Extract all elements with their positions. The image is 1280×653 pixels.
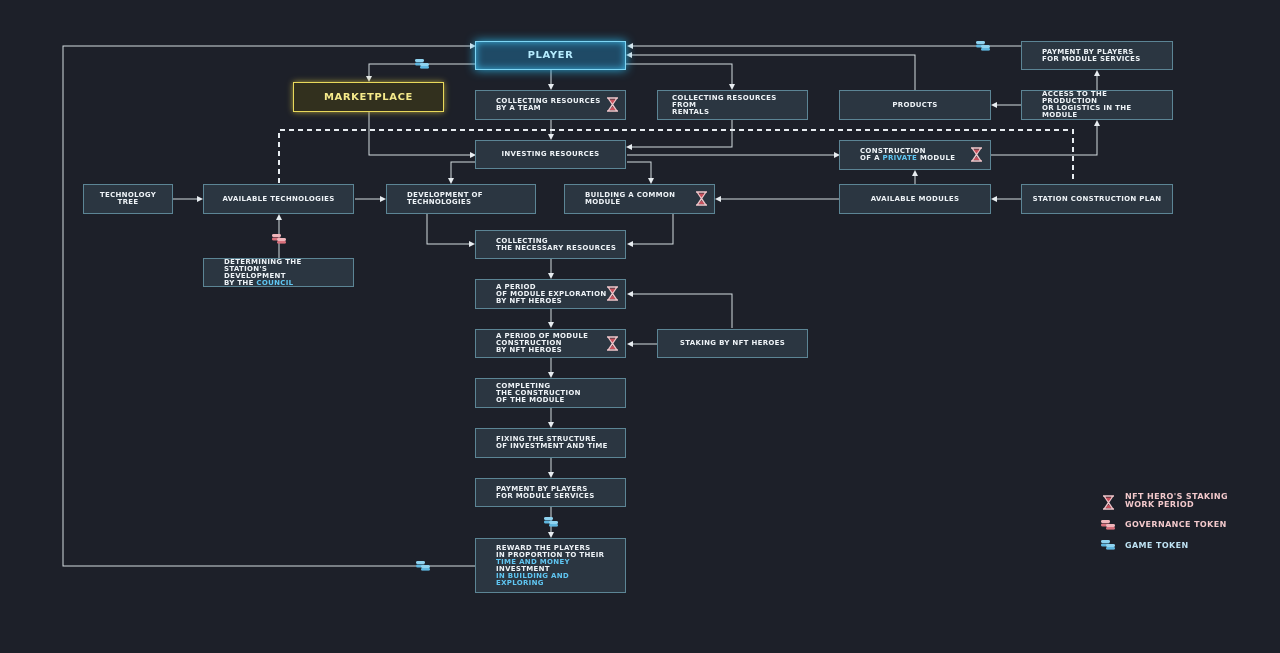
game-token-icon [544,517,558,527]
reward-players-node: REWARD THE PLAYERS IN PROPORTION TO THEI… [475,538,626,593]
legend-game-label: GAME TOKEN [1125,541,1189,550]
station-plan-label: STATION CONSTRUCTION PLAN [1032,194,1162,203]
module-construction-period-node: A PERIOD OF MODULE CONSTRUCTION BY NFT H… [475,329,626,358]
exploration-label: A PERIOD OF MODULE EXPLORATION BY NFT HE… [496,282,607,305]
marketplace-node: MARKETPLACE [293,82,444,112]
council-line: DETERMINING THE STATION'S DEVELOPMENT BY… [224,257,302,287]
available-technologies-label: AVAILABLE TECHNOLOGIES [222,194,335,203]
development-technologies-label: DEVELOPMENT OF TECHNOLOGIES [407,191,483,206]
investing-label: INVESTING RESOURCES [501,150,600,158]
council-node: DETERMINING THE STATION'S DEVELOPMENT BY… [203,258,354,287]
marketplace-label: MARKETPLACE [323,91,413,103]
payment-top-label: PAYMENT BY PLAYERS FOR MODULE SERVICES [1042,47,1141,63]
hourglass-icon [607,286,618,301]
game-token-icon [415,59,429,69]
hourglass-icon [696,191,707,206]
player-label: PLAYER [527,50,574,61]
reward-line-2: INVESTMENT [496,564,550,573]
collecting-resources-rentals-node: COLLECTING RESOURCES FROM RENTALS [657,90,808,120]
completing-construction-node: COMPLETING THE CONSTRUCTION OF THE MODUL… [475,378,626,408]
council-label: DETERMINING THE STATION'S DEVELOPMENT BY… [224,257,345,287]
hourglass-icon [1103,495,1114,510]
fixing-structure-node: FIXING THE STRUCTURE OF INVESTMENT AND T… [475,428,626,458]
council-highlight: COUNCIL [256,278,294,287]
building-common-label: BUILDING A COMMON MODULE [585,191,676,206]
investing-resources-node: INVESTING RESOURCES [475,140,626,169]
payment-bottom-node: PAYMENT BY PLAYERS FOR MODULE SERVICES [475,478,626,507]
legend-staking-label: NFT HERO'S STAKING WORK PERIOD [1125,492,1228,509]
access-production-node: ACCESS TO THE PRODUCTION OR LOGISTICS IN… [1021,90,1173,120]
building-exploring-highlight: IN BUILDING AND EXPLORING [496,571,570,587]
building-common-module-node: BUILDING A COMMON MODULE [564,184,715,214]
payment-bottom-label: PAYMENT BY PLAYERS FOR MODULE SERVICES [496,484,595,500]
available-technologies-node: AVAILABLE TECHNOLOGIES [203,184,354,214]
station-construction-plan-node: STATION CONSTRUCTION PLAN [1021,184,1173,214]
technology-tree-node: TECHNOLOGY TREE [83,184,173,214]
products-node: PRODUCTS [839,90,991,120]
collecting-team-label: COLLECTING RESOURCES BY A TEAM [496,97,601,112]
game-token-icon [1101,540,1115,550]
hourglass-icon [971,147,982,162]
construction-line-1: CONSTRUCTION [860,147,926,155]
module-exploration-node: A PERIOD OF MODULE EXPLORATION BY NFT HE… [475,279,626,309]
collecting-rentals-label: COLLECTING RESOURCES FROM RENTALS [672,93,777,116]
collecting-necessary-label: COLLECTING THE NECESSARY RESOURCES [496,236,617,252]
legend-governance-label: GOVERNANCE TOKEN [1125,520,1227,529]
reward-line-1: REWARD THE PLAYERS IN PROPORTION TO THEI… [496,543,605,559]
time-money-highlight: TIME AND MONEY [496,557,570,566]
staking-node: STAKING BY NFT HEROES [657,329,808,358]
technology-tree-label: TECHNOLOGY TREE [99,191,157,206]
collecting-necessary-node: COLLECTING THE NECESSARY RESOURCES [475,230,626,259]
completing-label: COMPLETING THE CONSTRUCTION OF THE MODUL… [496,381,581,404]
governance-token-icon [1101,520,1115,530]
construction-period-label: A PERIOD OF MODULE CONSTRUCTION BY NFT H… [496,332,589,354]
available-modules-node: AVAILABLE MODULES [839,184,991,214]
reward-label: REWARD THE PLAYERS IN PROPORTION TO THEI… [496,543,617,587]
construction-line-2a: OF A [860,154,883,162]
payment-top-node: PAYMENT BY PLAYERS FOR MODULE SERVICES [1021,41,1173,70]
private-highlight: PRIVATE [882,154,918,162]
construction-line-2b: MODULE [917,154,956,162]
game-token-icon [976,41,990,51]
fixing-label: FIXING THE STRUCTURE OF INVESTMENT AND T… [496,435,608,450]
access-production-label: ACCESS TO THE PRODUCTION OR LOGISTICS IN… [1042,90,1132,119]
products-label: PRODUCTS [892,100,938,109]
hourglass-icon [607,97,618,112]
available-modules-label: AVAILABLE MODULES [870,194,960,203]
hourglass-icon [607,336,618,351]
player-node: PLAYER [475,41,626,70]
development-technologies-node: DEVELOPMENT OF TECHNOLOGIES [386,184,536,214]
governance-token-icon [272,234,286,244]
collecting-resources-team-node: COLLECTING RESOURCES BY A TEAM [475,90,626,120]
staking-label: STAKING BY NFT HEROES [679,339,786,347]
game-token-icon [416,561,430,571]
